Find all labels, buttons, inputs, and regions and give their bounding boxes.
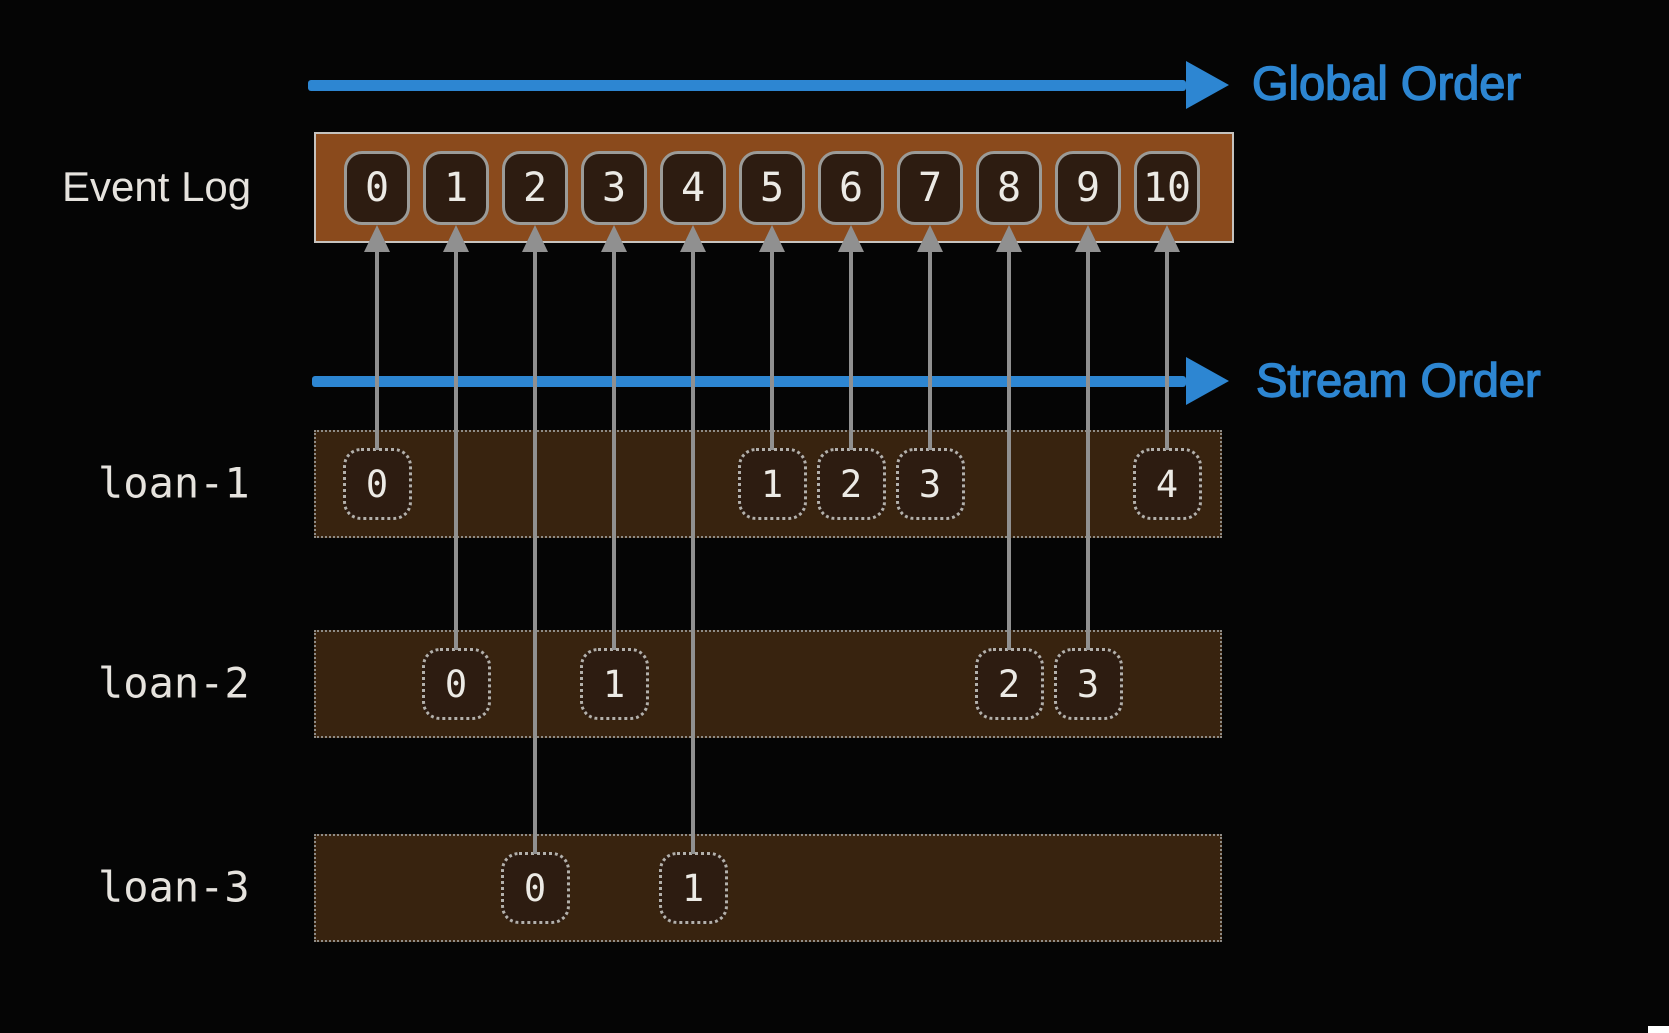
- stream-event: 1: [737, 448, 807, 520]
- screen-corner-artifact: [1648, 1026, 1669, 1033]
- event-log-slot: 3: [581, 150, 647, 225]
- stream-event: 4: [1132, 448, 1202, 520]
- stream-event: 3: [1053, 648, 1123, 720]
- stream-label: loan-2: [98, 658, 250, 708]
- event-log-label: Event Log: [62, 163, 252, 211]
- stream-order-arrowhead-icon: [1186, 357, 1229, 405]
- stream-event: 0: [421, 648, 491, 720]
- global-order-arrowhead-icon: [1186, 61, 1229, 109]
- stream-label: loan-3: [98, 862, 250, 912]
- event-log-slot: 10: [1134, 150, 1200, 225]
- stream-event: 1: [579, 648, 649, 720]
- stream-event: 2: [974, 648, 1044, 720]
- stream-event: 0: [500, 852, 570, 924]
- event-log-slot: 7: [897, 150, 963, 225]
- global-order-label: Global Order: [1251, 56, 1522, 110]
- stream-bar: [314, 834, 1222, 942]
- stream-event: 0: [342, 448, 412, 520]
- event-log-slot: 9: [1055, 150, 1121, 225]
- event-log-slot: 2: [502, 150, 568, 225]
- stream-event: 2: [816, 448, 886, 520]
- event-log-slot: 6: [818, 150, 884, 225]
- event-log-slot: 8: [976, 150, 1042, 225]
- event-log-slot: 0: [344, 150, 410, 225]
- stream-event: 3: [895, 448, 965, 520]
- stream-label: loan-1: [98, 458, 250, 508]
- event-log-slot: 5: [739, 150, 805, 225]
- event-log-slot: 4: [660, 150, 726, 225]
- stream-order-arrow: [312, 376, 1186, 387]
- stream-order-label: Stream Order: [1255, 353, 1541, 407]
- global-order-arrow: [308, 80, 1186, 91]
- event-log-slot: 1: [423, 150, 489, 225]
- stream-event: 1: [658, 852, 728, 924]
